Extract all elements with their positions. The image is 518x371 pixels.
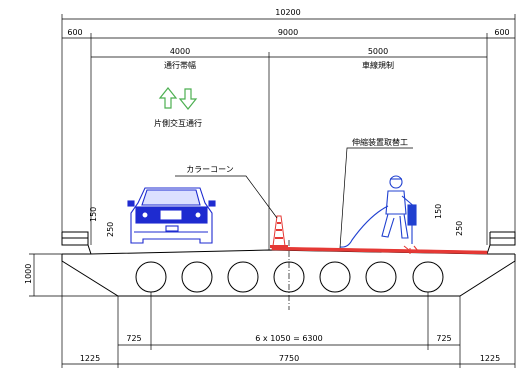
up-down-arrows-icon — [158, 87, 198, 110]
dim-inner-width: 9000 — [278, 28, 298, 37]
jackhammer-worker-icon — [339, 175, 419, 254]
dim-left-margin: 600 — [67, 28, 82, 37]
slab-voids — [135, 261, 444, 293]
leader-joint-replacement — [339, 147, 413, 249]
dim-right-margin: 600 — [494, 28, 509, 37]
dim-void-offset-right: 725 — [436, 334, 451, 343]
leader-color-cone — [175, 175, 278, 219]
dim-lane-width: 4000 — [170, 47, 190, 56]
dim-closure-width: 5000 — [368, 47, 388, 56]
slab-depth-dimension — [29, 253, 118, 297]
dim-total-width: 10200 — [275, 8, 300, 17]
label-alternating-traffic: 片側交互通行 — [154, 118, 202, 128]
bottom-dimension-lines — [61, 261, 516, 368]
dim-slab-depth: 1000 — [24, 264, 33, 284]
dim-right-curb-depth: 250 — [455, 221, 464, 236]
dim-bottom-center: 7750 — [279, 354, 299, 363]
label-joint-replacement: 伸縮装置取替工 — [352, 137, 408, 147]
label-closure: 車線規制 — [362, 60, 394, 70]
dim-right-curb-height: 150 — [434, 204, 443, 219]
label-lane-width: 通行帯幅 — [164, 60, 196, 70]
label-color-cone: カラーコーン — [186, 165, 234, 174]
dim-void-spacing: 6 x 1050 = 6300 — [255, 334, 322, 343]
dim-bottom-right: 1225 — [480, 354, 500, 363]
car-icon — [127, 187, 216, 244]
work-zone-hatch — [271, 246, 488, 255]
dim-left-curb-depth: 250 — [106, 222, 115, 237]
dim-bottom-left: 1225 — [80, 354, 100, 363]
top-dimension-lines — [61, 14, 516, 250]
traffic-cone-icon — [270, 215, 288, 248]
dim-left-curb-height: 150 — [89, 207, 98, 222]
dim-void-offset-left: 725 — [126, 334, 141, 343]
